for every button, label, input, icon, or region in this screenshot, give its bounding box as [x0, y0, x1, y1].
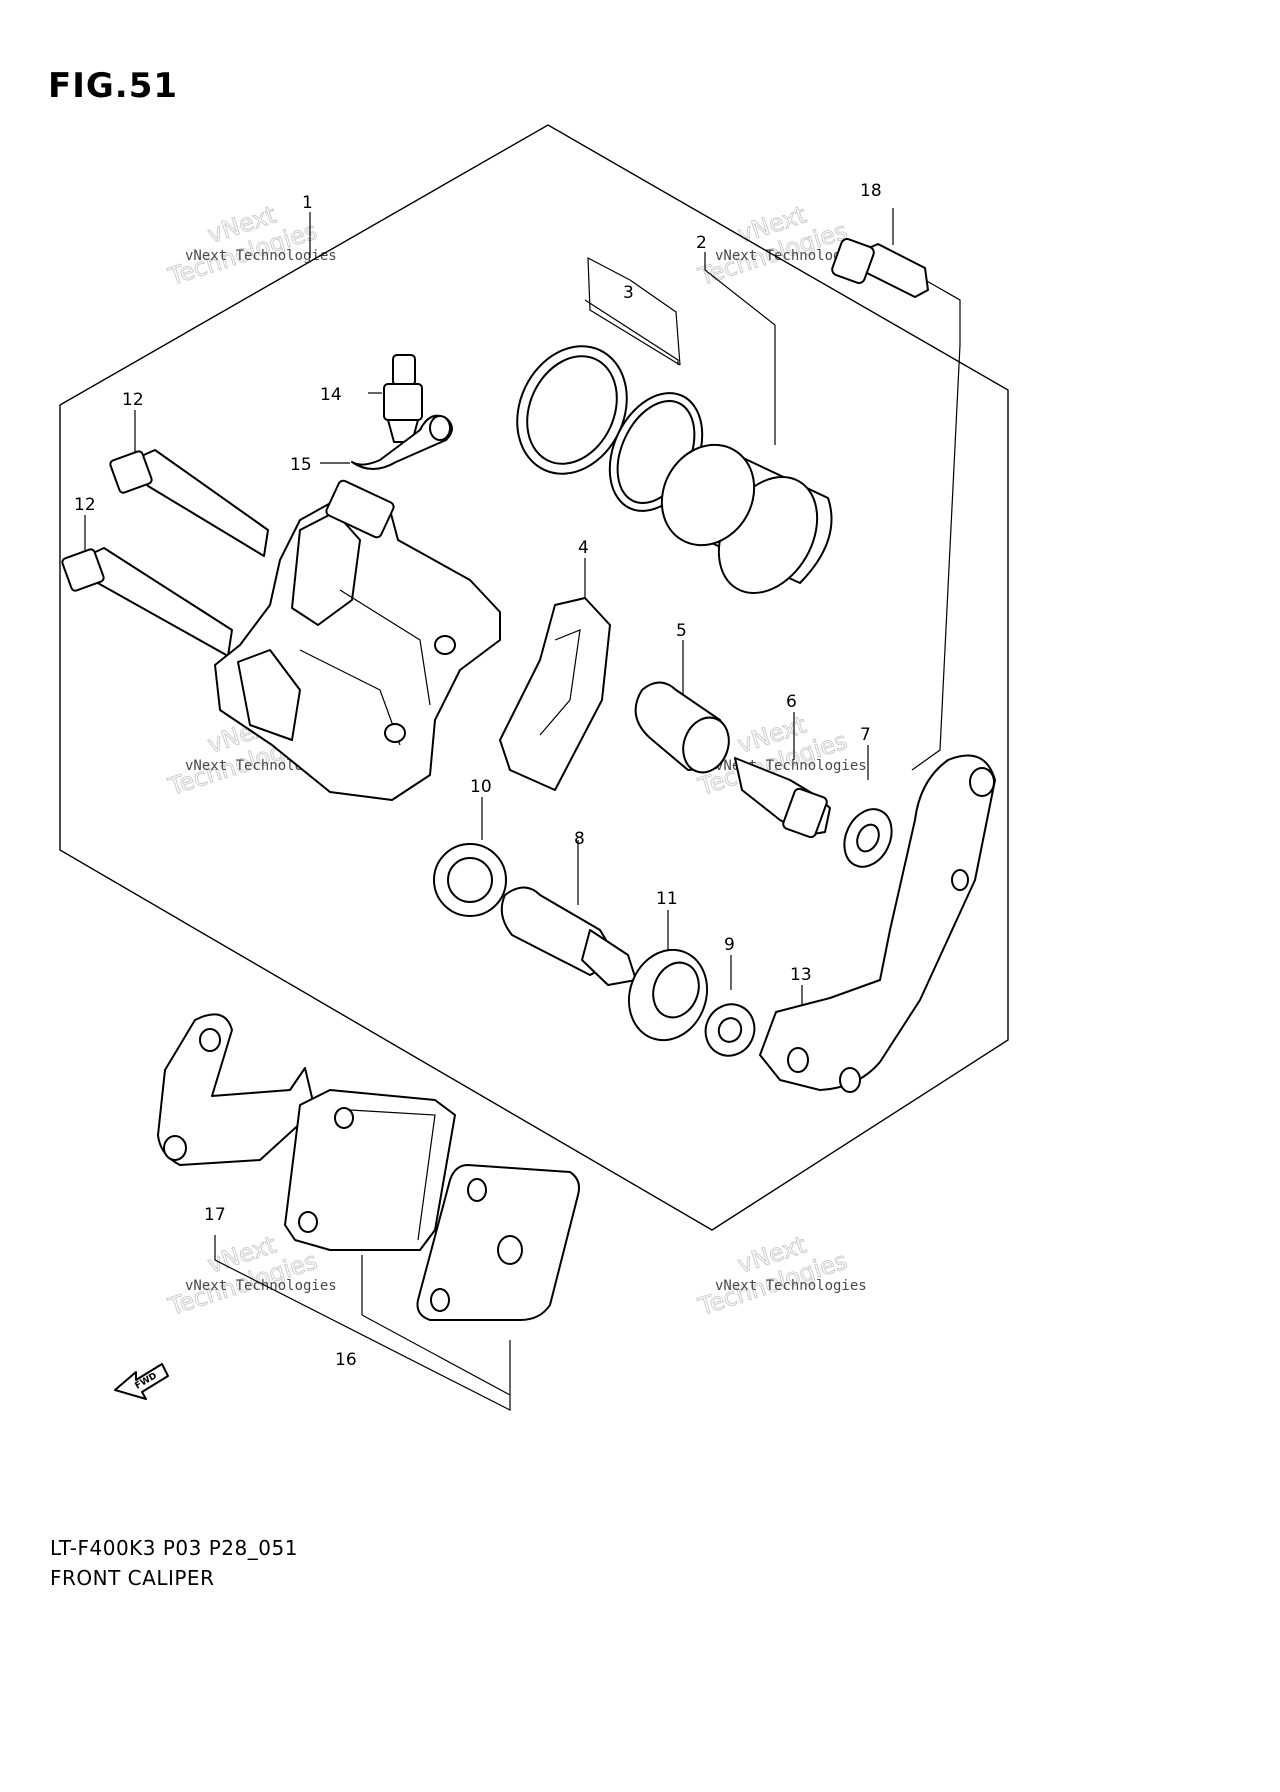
- svg-text:vNext Technologies: vNext Technologies: [715, 1278, 867, 1294]
- watermark: Technologies vNext vNext Technologies: [694, 1230, 867, 1322]
- pad-spring: [499, 597, 611, 791]
- caliper-pin-upper: [109, 449, 269, 557]
- pin-boot: [433, 843, 507, 917]
- callout-7: 7: [860, 725, 871, 745]
- callout-3: 3: [623, 283, 634, 303]
- pad-shim: [157, 1013, 316, 1166]
- assembly-frame: [59, 124, 1009, 1231]
- callout-15: 15: [290, 455, 312, 475]
- callout-8: 8: [574, 829, 585, 849]
- callout-6: 6: [786, 692, 797, 712]
- figure-title: FIG.51: [48, 66, 179, 106]
- callout-4: 4: [578, 538, 589, 558]
- leader-lines: [84, 208, 961, 1411]
- model-code: LT-F400K3 P03 P28_051: [50, 1536, 298, 1560]
- callout-9: 9: [724, 935, 735, 955]
- callout-5: 5: [676, 621, 687, 641]
- callout-18: 18: [860, 181, 882, 201]
- piston: [660, 443, 833, 595]
- svg-text:vNext Technologies: vNext Technologies: [715, 248, 867, 264]
- callout-17: 17: [204, 1205, 226, 1225]
- callout-2: 2: [696, 233, 707, 253]
- caliper-pin-lower: [61, 547, 233, 657]
- callout-labels: 1 2 3 4 5 6 7 8 9 10 11 12 12 13 14 15 1…: [74, 181, 882, 1370]
- callout-1: 1: [302, 193, 313, 213]
- washer-upper: [843, 808, 893, 868]
- brake-pad-front: [416, 1164, 580, 1321]
- bleeder-valve: [383, 354, 423, 443]
- brake-pad-rear: [284, 1089, 456, 1251]
- caliper-bolt: [734, 757, 831, 839]
- svg-text:vNext Technologies: vNext Technologies: [185, 248, 337, 264]
- callout-13: 13: [790, 965, 812, 985]
- callout-12-lower: 12: [74, 495, 96, 515]
- caliper-body: [214, 479, 501, 801]
- caliper-bracket: [759, 754, 996, 1093]
- diagram-caption: FRONT CALIPER: [50, 1566, 215, 1590]
- sleeve: [634, 681, 730, 774]
- callout-10: 10: [470, 777, 492, 797]
- piston-seal: [516, 345, 628, 475]
- watermark: Technologies vNext vNext Technologies: [164, 200, 337, 292]
- forward-direction-arrow: FWD: [114, 1363, 169, 1400]
- mounting-bolt: [831, 238, 929, 298]
- callout-12-upper: 12: [122, 390, 144, 410]
- callout-14: 14: [320, 385, 342, 405]
- svg-text:vNext Technologies: vNext Technologies: [185, 1278, 337, 1294]
- washer-lower: [704, 1003, 756, 1057]
- slide-pin: [500, 886, 637, 986]
- sleeve-boot: [627, 948, 709, 1042]
- bleeder-cap: [351, 414, 453, 470]
- callout-11: 11: [656, 889, 678, 909]
- callout-16: 16: [335, 1350, 357, 1370]
